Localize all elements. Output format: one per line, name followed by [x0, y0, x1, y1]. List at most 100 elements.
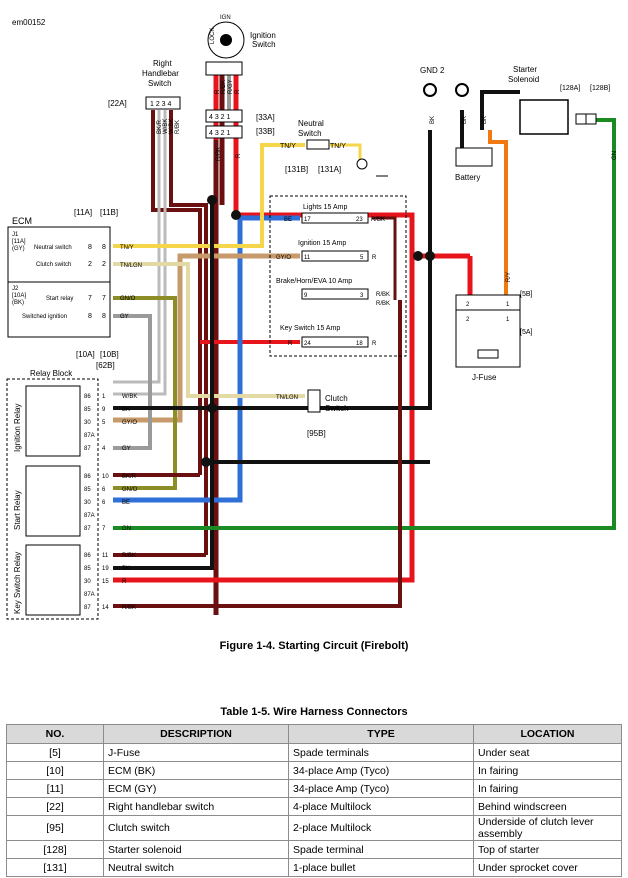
cell-description: ECM (GY): [103, 779, 289, 798]
fuse-pin-18: 18: [356, 341, 363, 347]
ign-relay-box: [25, 385, 81, 457]
cell-no: [5]: [6, 743, 104, 762]
rh-wire-wbk2: W/BK: [169, 119, 175, 134]
wire-rh-wbk2: [113, 110, 167, 396]
fuse-lights-be: BE: [284, 217, 292, 223]
ign-label: IGN: [220, 15, 231, 21]
wire-ry: [488, 130, 508, 295]
table-header-row: NO. DESCRIPTION TYPE LOCATION: [6, 724, 622, 744]
cell-type: Spade terminal: [288, 840, 474, 859]
key-relay-cavity: 14: [102, 605, 109, 611]
lock-label: LOCK: [210, 28, 216, 44]
pin-8b: 8: [102, 244, 106, 251]
fuse-brake-rbk2: R/BK: [376, 301, 390, 307]
fuse-brake-icon: [301, 288, 369, 300]
rh-wire-bkr: BK/R: [157, 119, 163, 134]
start-relay-wire: GN: [122, 526, 131, 532]
key-relay-box: [25, 544, 81, 616]
clutch-switch-pin: Clutch switch: [36, 262, 71, 268]
fuse-block-outline: [269, 195, 407, 357]
start-relay-pin: 87A: [84, 513, 95, 519]
wire-tnlgn: [113, 262, 305, 398]
starting-circuit-diagram: em00152 IGN LOCK Ignition Switch R R/BK …: [6, 15, 618, 620]
starter-label-2: Solenoid: [508, 75, 539, 84]
start-relay-pin: 30: [84, 500, 91, 506]
rh-label-1: Right: [153, 59, 172, 68]
c22a-label: [22A]: [108, 99, 127, 108]
ign-wire-r: R: [215, 89, 221, 94]
table-row: [11]ECM (GY)34-place Amp (Tyco)In fairin…: [6, 779, 622, 798]
wire-tny: [113, 143, 305, 248]
pin-2a: 2: [88, 261, 92, 268]
j-fuse-icon: [477, 349, 499, 359]
cell-location: In fairing: [473, 761, 622, 780]
pin-2b: 2: [102, 261, 106, 268]
neutral-switch-pin: Neutral switch: [34, 245, 72, 251]
wiring: [113, 75, 616, 615]
ign-wire-r2: R: [235, 89, 241, 94]
fuse-pin-9: 9: [304, 293, 308, 299]
ign-relay-pin: 87A: [84, 433, 95, 439]
jf-p1a: 1: [506, 302, 510, 308]
relay-block: Relay Block Ignition Relay Start Relay K…: [6, 369, 99, 620]
fuse-lights: Lights 15 Amp: [303, 204, 347, 211]
wire-gno: [113, 296, 177, 490]
clutch-label-2: Switch: [325, 404, 349, 413]
cell-no: [10]: [6, 761, 104, 780]
key-relay-pin: 30: [84, 579, 91, 585]
ecm-tny: TN/Y: [120, 245, 134, 251]
fuse-lights-icon: [301, 212, 369, 224]
right-handlebar-switch: Right Handlebar Switch 1 2 3 4 [22A] BK/…: [108, 59, 181, 134]
wire-rbk-lights: [372, 216, 397, 300]
ign-relay-wire: BK: [122, 407, 130, 413]
neutral-connector: [306, 139, 330, 150]
fuse-lights-rbk: R/BK: [371, 217, 385, 223]
ign-lower-r: R: [236, 153, 242, 158]
gnd2-label: GND 2: [420, 66, 445, 75]
pins-33a: 4 3 2 1: [209, 114, 231, 121]
col-header-type: TYPE: [288, 724, 474, 744]
start-relay-label: Start Relay: [13, 490, 22, 530]
key-relay-cavity: 11: [102, 553, 109, 559]
cell-location: In fairing: [473, 779, 622, 798]
ign-switch-label-2: Switch: [252, 40, 276, 49]
pin-7b: 7: [102, 295, 106, 302]
start-relay-cavity: 7: [102, 526, 106, 532]
ecm-gno: GN/O: [120, 296, 136, 302]
key-relay-pin: 85: [84, 566, 91, 572]
ecm-gy: GY: [120, 314, 129, 320]
cell-no: [128]: [6, 840, 104, 859]
cell-description: J-Fuse: [103, 743, 289, 762]
fuse-key: Key Switch 15 Amp: [280, 325, 340, 332]
junction-dot: [207, 403, 217, 413]
cell-type: 2-place Multilock: [288, 815, 474, 841]
start-relay-cavity: 10: [102, 474, 109, 480]
bk-label-sol: BK: [482, 116, 488, 124]
wire-gn: [113, 118, 616, 530]
tny-label-left: TN/Y: [280, 143, 296, 150]
pin-8c: 8: [88, 313, 92, 320]
neutral-switch: Neutral Switch TN/Y TN/Y [131B] [131A]: [280, 119, 388, 177]
neutral-bullet-icon: [356, 158, 368, 170]
fuse-pin-3: 3: [360, 293, 364, 299]
j-fuse: 2 1 2 1 J-Fuse [5B] [5A]: [455, 291, 533, 382]
j1-color: (GY): [12, 246, 25, 252]
cell-location: Under sprocket cover: [473, 858, 622, 877]
cell-location: Underside of clutch lever assembly: [473, 815, 622, 841]
pin-8d: 8: [102, 313, 106, 320]
fuse-key-icon: [301, 336, 369, 348]
cell-location: Under seat: [473, 743, 622, 762]
start-relay-wire: BE: [122, 500, 130, 506]
ign-lower-rbk: R/BK: [216, 147, 222, 161]
j2-label: J2: [12, 286, 19, 292]
cell-type: 34-place Amp (Tyco): [288, 779, 474, 798]
ground-ring-icon: [423, 83, 437, 97]
starter-terminal: [585, 113, 597, 125]
